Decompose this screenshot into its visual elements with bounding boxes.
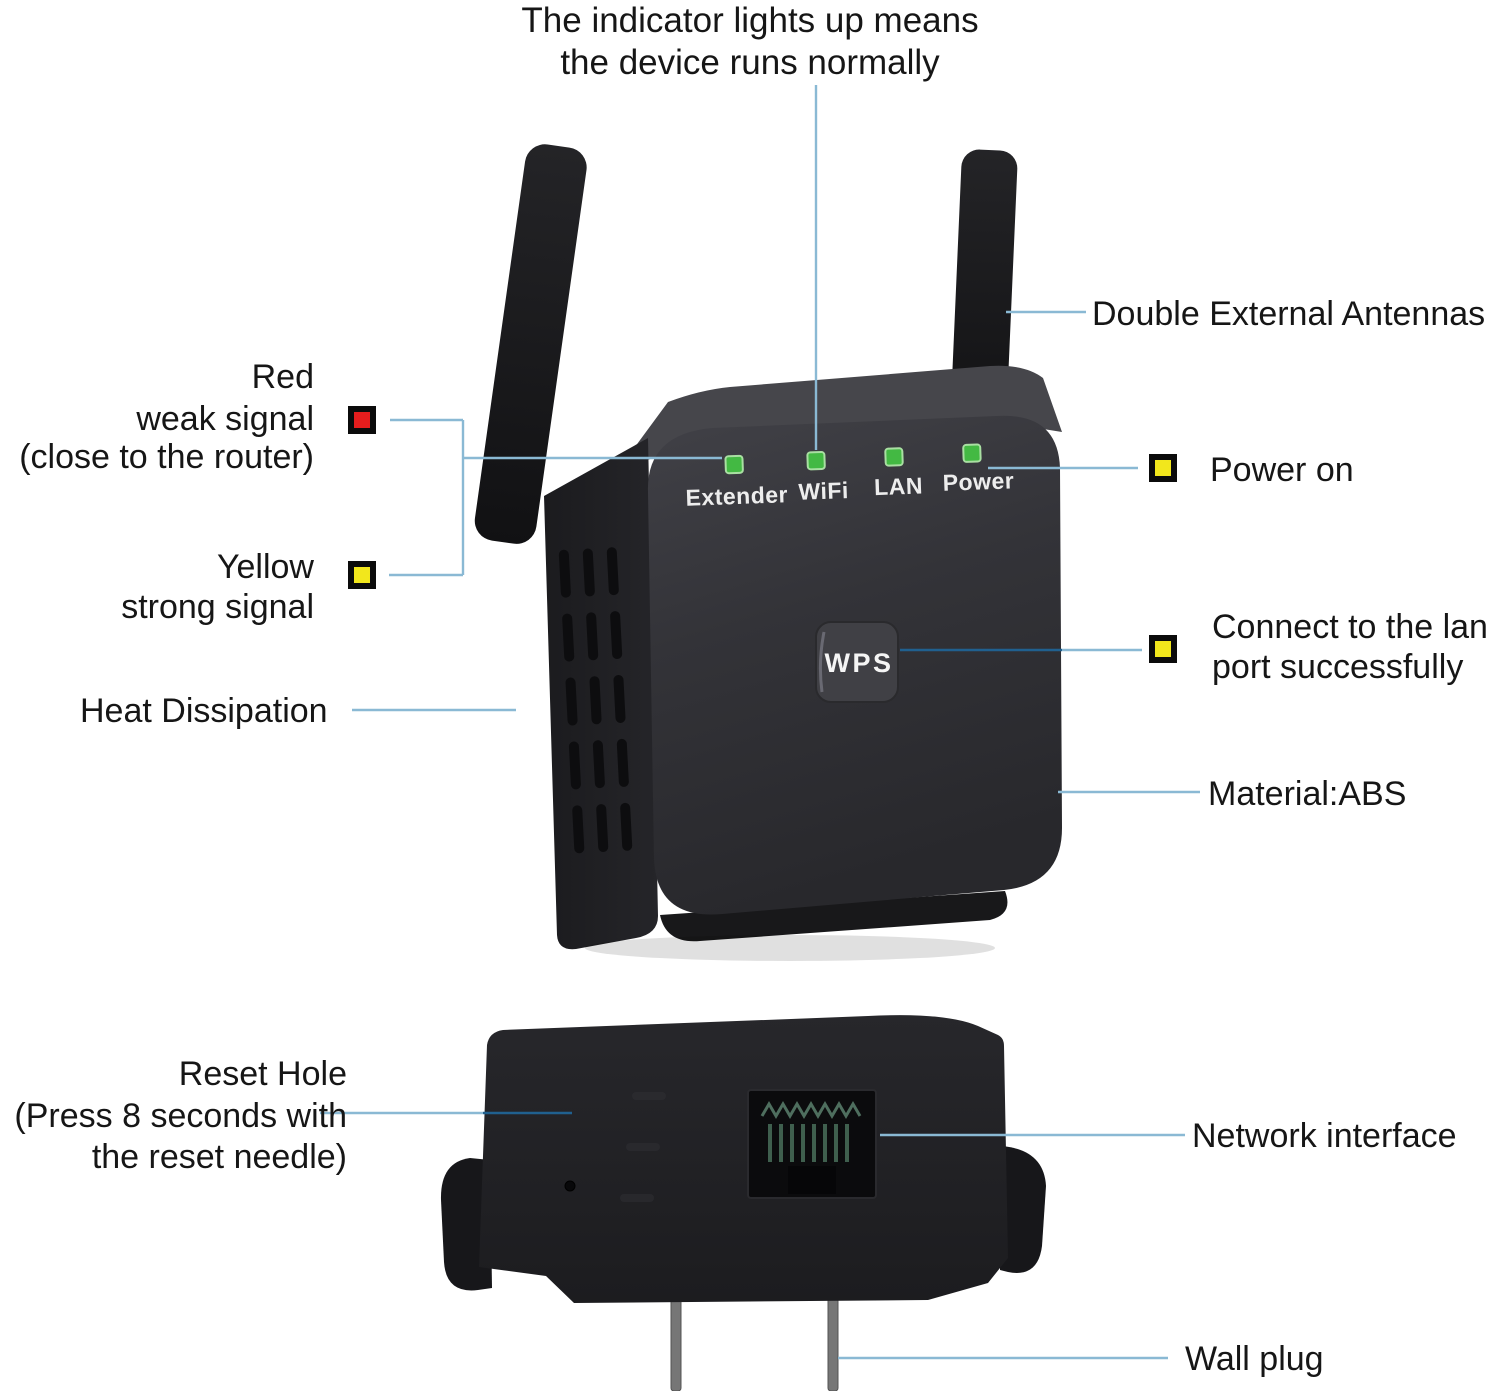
wps-button: WPS <box>815 621 899 703</box>
red-legend-desc1: weak signal <box>135 400 314 438</box>
yellow-legend-title: Yellow <box>217 548 314 586</box>
network-label: Network interface <box>1192 1117 1457 1155</box>
reset-label-line1: Reset Hole <box>179 1055 347 1093</box>
upper-device: Extender WiFi LAN Power WPS <box>474 144 1062 961</box>
antennas-label: Double External Antennas <box>1092 295 1485 333</box>
left-antenna <box>474 144 587 544</box>
lan-led-label: LAN <box>874 472 924 500</box>
power-on-label: Power on <box>1210 451 1354 489</box>
wall-plug-prong-right <box>827 1287 839 1391</box>
title-line1: The indicator lights up means <box>521 1 978 40</box>
heat-vents <box>558 547 633 854</box>
lower-device <box>440 1015 1046 1391</box>
rj45-contacts-zigzag <box>760 1101 862 1119</box>
yellow-legend-desc1: strong signal <box>121 588 314 626</box>
title-line2: the device runs normally <box>560 43 940 82</box>
led-panel: Extender WiFi LAN Power <box>685 443 1015 511</box>
lan-connect-label-line1: Connect to the lan <box>1212 608 1488 646</box>
rj45-pins <box>768 1124 849 1162</box>
legend-red-square <box>348 406 376 434</box>
lan-connect-square <box>1149 635 1177 663</box>
reset-hole <box>564 1180 576 1192</box>
legend-yellow-square <box>348 561 376 589</box>
bottom-vent-marks <box>620 1092 666 1202</box>
power-led-label: Power <box>942 467 1014 495</box>
rj45-port <box>747 1089 877 1199</box>
device-shadow <box>585 935 995 961</box>
reset-label-line2: (Press 8 seconds with <box>14 1097 347 1135</box>
power-led <box>962 443 982 463</box>
right-wing <box>1000 1146 1046 1273</box>
material-label: Material:ABS <box>1208 775 1406 813</box>
red-legend-title: Red <box>252 358 314 396</box>
wifi-led-label: WiFi <box>798 477 849 505</box>
power-on-square <box>1149 454 1177 482</box>
lan-connect-label-line2: port successfully <box>1212 648 1463 686</box>
lan-led <box>884 447 904 467</box>
wps-button-label: WPS <box>824 648 893 678</box>
red-legend-desc2: (close to the router) <box>19 438 314 476</box>
extender-led-label: Extender <box>685 481 788 511</box>
reset-label-line3: the reset needle) <box>92 1138 347 1176</box>
bottom-body <box>479 1015 1008 1303</box>
wps-button-highlight <box>818 631 826 693</box>
device-side-face <box>544 438 658 950</box>
heat-label: Heat Dissipation <box>80 692 328 730</box>
device-base <box>660 891 1008 942</box>
rj45-clip-slot <box>788 1166 836 1194</box>
wall-plug-label: Wall plug <box>1185 1340 1324 1378</box>
wifi-led <box>806 450 826 471</box>
extender-led <box>724 454 744 475</box>
callout-lines <box>320 85 1200 1360</box>
left-wing <box>440 1158 492 1291</box>
wall-plug-prong-left <box>670 1294 682 1391</box>
device-top-face <box>618 365 1062 470</box>
